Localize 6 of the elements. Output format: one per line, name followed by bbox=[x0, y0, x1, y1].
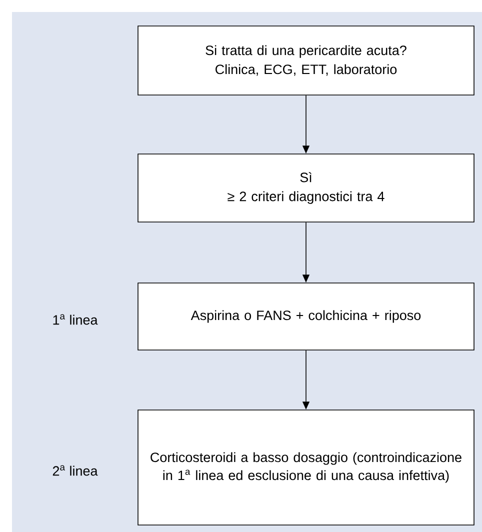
process-box: Si tratta di una pericardite acuta? Clinica, ECG, ETT, laboratorio bbox=[138, 26, 474, 96]
process-box: Corticosteroidi a basso dosaggio (controindicazione in 1$^{a}$ linea ed esclusione di una causa infettiva) bbox=[138, 410, 474, 526]
process-box: Sì ≥ 2 criteri diagnostici tra 4 bbox=[138, 154, 474, 222]
line-label: 1$^{a}$ linea bbox=[53, 314, 98, 325]
process-box: Aspirina o FANS + colchicina + riposo bbox=[138, 282, 474, 350]
line-label: 2$^{a}$ linea bbox=[52, 465, 98, 476]
